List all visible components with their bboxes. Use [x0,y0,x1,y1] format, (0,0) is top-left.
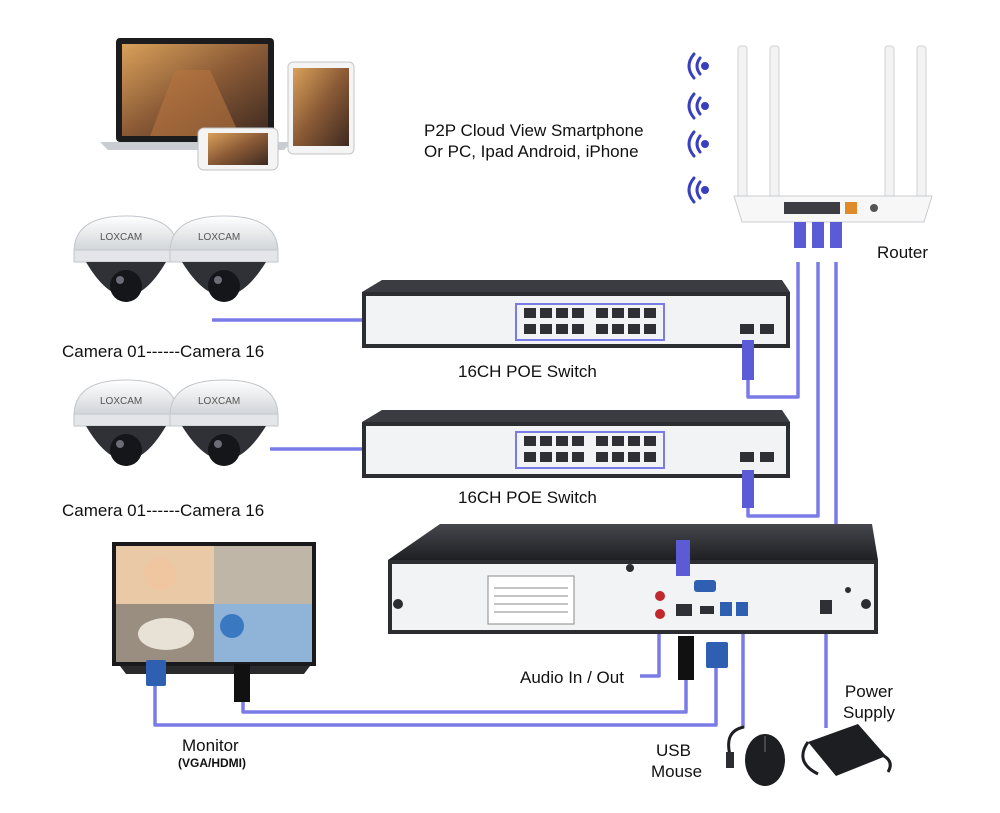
cable-switch1-router [746,262,800,399]
monitor-label: Monitor [182,736,239,755]
nvr-recorder-icon [388,524,878,634]
cable-vga [153,668,718,727]
camera-group-2: LOXCAM LOXCAM [73,379,279,466]
router-icon [733,45,933,248]
cloud-view-label-line1: P2P Cloud View Smartphone [424,121,644,140]
power-supply-label-line1: Power [844,682,894,701]
dome-camera-icon: LOXCAM [73,379,179,466]
camera-brand-text: LOXCAM [198,396,240,407]
wifi-icon [687,52,709,204]
poe-switch-1-icon [362,280,790,380]
cable-switch2-router [746,262,820,518]
power-adapter-icon [801,724,892,776]
usb-mouse-label-line1: USB [656,741,691,760]
camera-group-1-label: Camera 01------Camera 16 [62,342,265,361]
switch-2-label: 16CH POE Switch [458,488,597,507]
laptop-icon [100,38,292,150]
vga-plug-icon [146,660,166,686]
dome-camera-icon: LOXCAM [169,379,279,466]
cable-hdmi [241,678,688,714]
audio-label: Audio In / Out [520,668,624,687]
camera-group-2-label: Camera 01------Camera 16 [62,501,265,520]
dome-camera-icon: LOXCAM [73,215,179,302]
dome-camera-icon: LOXCAM [169,215,279,302]
monitor-sub-label: (VGA/HDMI) [178,756,246,770]
cloud-view-label-line2: Or PC, Ipad Android, iPhone [424,142,639,161]
tablet-icon [287,61,355,155]
switch-1-label: 16CH POE Switch [458,362,597,381]
monitor-icon [112,542,316,674]
camera-brand-text: LOXCAM [198,232,240,243]
hdmi-plug-icon [234,664,250,702]
camera-brand-text: LOXCAM [100,232,142,243]
camera-brand-text: LOXCAM [100,396,142,407]
router-label: Router [877,243,929,262]
vga-plug-icon [706,642,728,668]
camera-group-1: LOXCAM LOXCAM [73,215,279,302]
power-supply-label-line2: Supply [843,703,895,722]
phone-icon [197,127,279,171]
poe-switch-2-icon [362,410,790,508]
usb-mouse-icon [726,725,785,786]
hdmi-plug-icon [678,636,694,680]
usb-mouse-label-line2: Mouse [651,762,703,781]
